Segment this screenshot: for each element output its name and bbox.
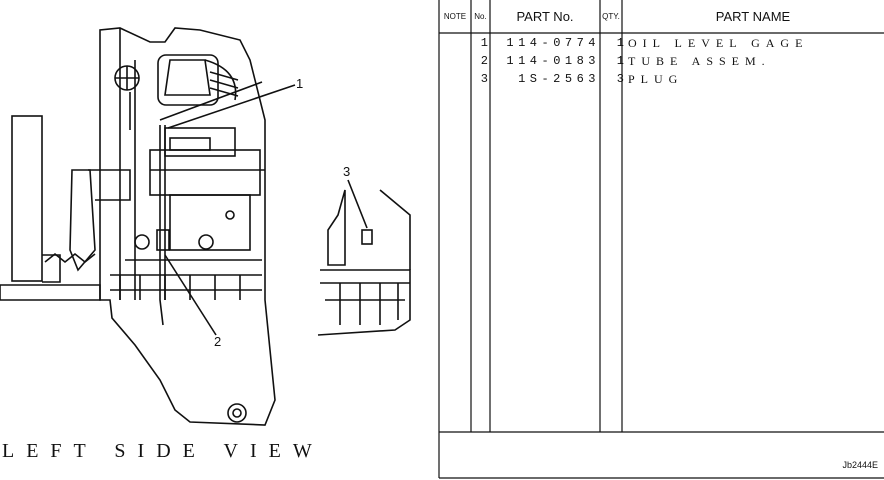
table-row: 3 1S-2563 3 PLUG xyxy=(438,72,884,88)
table-grid xyxy=(438,0,884,479)
row-part-no: 114-0183 xyxy=(506,54,600,68)
table-row: 2 114-0183 1 TUBE ASSEM. xyxy=(438,54,884,70)
callout-1-leader xyxy=(167,84,296,129)
plug-detail-view xyxy=(327,189,346,266)
row-qty: 3 xyxy=(616,72,624,86)
header-note: NOTE xyxy=(443,12,467,21)
row-no: 2 xyxy=(480,54,488,68)
drawing-reference-code: Jb2444E xyxy=(842,460,878,470)
header-no: No. xyxy=(474,12,487,21)
header-qty: QTY. xyxy=(602,12,620,21)
engine-left-side-drawing: 1 2 3 xyxy=(0,27,411,426)
row-qty: 1 xyxy=(616,54,624,68)
row-no: 3 xyxy=(480,72,488,86)
callout-2-leader xyxy=(164,254,217,336)
row-part-name: OIL LEVEL GAGE xyxy=(628,36,809,50)
view-caption: LEFT SIDE VIEW xyxy=(2,440,324,462)
row-part-no: 1S-2563 xyxy=(518,72,600,86)
row-part-no: 114-0774 xyxy=(506,36,600,50)
callout-3-label: 3 xyxy=(343,164,350,179)
header-part-name: PART NAME xyxy=(715,9,791,24)
table-row: 1 114-0774 1 OIL LEVEL GAGE xyxy=(438,36,884,52)
row-part-name: TUBE ASSEM. xyxy=(628,54,771,68)
row-part-name: PLUG xyxy=(628,72,684,86)
callout-1-label: 1 xyxy=(296,76,303,91)
parts-table: NOTE No. PART No. QTY. PART NAME 1 114-0… xyxy=(438,0,884,480)
row-no: 1 xyxy=(480,36,488,50)
engine-block-outline xyxy=(99,27,276,426)
callout-3-leader xyxy=(347,179,368,229)
header-part-no: PART No. xyxy=(516,9,574,24)
row-qty: 1 xyxy=(616,36,624,50)
dipstick-tube xyxy=(159,125,166,326)
callout-2-label: 2 xyxy=(214,334,221,349)
